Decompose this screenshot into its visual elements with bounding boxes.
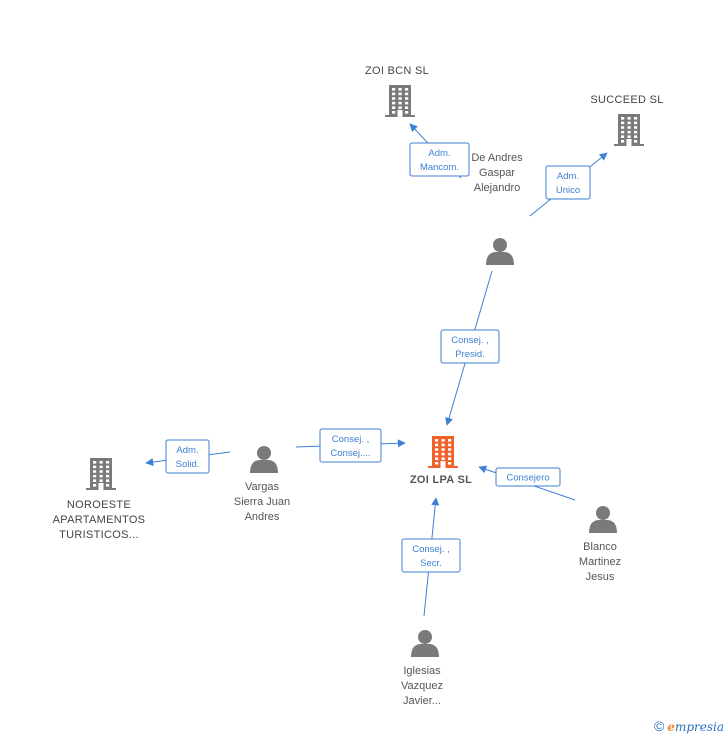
relation-label-box [319,428,382,463]
edge-blanco-to-zoi_lpa: Consejero [478,465,576,501]
building-icon [428,436,458,468]
node-label: Vazquez [401,680,443,692]
relation-label-text: Adm. [428,148,450,159]
node-label: De Andres [471,152,523,164]
brand-logo: empresia [667,720,724,734]
person-icon [411,630,439,657]
node-zoi-bcn[interactable]: ZOI BCN SL [365,65,429,117]
node-label: Gaspar [479,167,515,179]
relation-label-text: Adm. [176,445,198,456]
relation-label-text: Presid. [455,349,485,360]
relation-label-text: Secr. [420,558,442,569]
relation-label-text: Consej.... [330,448,370,459]
node-label: ZOI BCN SL [365,65,429,77]
node-label: Javier... [403,695,441,707]
node-zoi-lpa[interactable]: ZOI LPA SL [410,436,472,486]
edge-iglesias-to-zoi_lpa: Consej. , Secr. [401,497,461,617]
relation-label-box [545,165,591,200]
relation-label-text: Unico [556,185,580,196]
relation-label-box [440,329,500,364]
relation-label[interactable]: Consej. , Presid. [440,329,500,364]
edge-vargas-to-zoi_lpa: Consej. , Consej.... [295,428,406,463]
relation-label-text: Consejero [506,473,549,484]
node-iglesias[interactable]: IglesiasVazquezJavier... [401,630,443,707]
relation-label-text: Solid. [176,459,200,470]
node-label: Martinez [579,556,621,568]
relation-label[interactable]: Adm. Unico [545,165,591,200]
edge-de_andres-to-zoi_lpa: Consej. , Presid. [440,270,500,426]
relation-label[interactable]: Consej. , Secr. [401,538,461,573]
relation-label-text: Adm. [557,171,579,182]
node-noroeste[interactable]: NOROESTE APARTAMENTOS TURISTICOS... [53,458,146,541]
node-label: Andres [245,511,280,523]
building-icon [86,458,116,490]
node-label: ZOI LPA SL [410,474,472,486]
relation-label-text: Mancom. [420,162,459,173]
edge-vargas-to-noroeste: Adm. Solid. [145,439,231,474]
relation-label[interactable]: Adm. Mancom. [409,142,470,177]
relation-label-box [495,467,561,487]
person-icon [250,446,278,473]
node-label: Jesus [586,571,615,583]
node-label: Alejandro [474,182,520,194]
building-icon [385,85,415,117]
node-label: Iglesias [403,665,441,677]
relation-label[interactable]: Adm. Solid. [165,439,210,474]
relation-label-box [409,142,470,177]
node-label: Blanco [583,541,617,553]
copyright-icon: © [653,718,665,734]
node-label: TURISTICOS... [59,529,139,541]
relation-label-box [401,538,461,573]
relation-label-box [165,439,210,474]
node-label: SUCCEED SL [590,94,663,106]
person-icon [486,238,514,265]
node-label: Vargas [245,481,280,493]
footer-credit: ©empresia [654,718,724,734]
building-icon [614,114,644,146]
relation-label-text: Consej. , [451,335,489,346]
relation-label-text: Consej. , [332,434,370,445]
relation-label[interactable]: Consejero [495,467,561,487]
relation-label[interactable]: Consej. , Consej.... [319,428,382,463]
node-label: APARTAMENTOS [53,514,146,526]
node-label: Sierra Juan [234,496,290,508]
edge-de_andres-to-zoi_bcn: Adm. Mancom. [409,123,470,179]
node-succeed[interactable]: SUCCEED SL [590,94,663,146]
node-label: NOROESTE [67,499,131,511]
edge-de_andres-to-succeed: Adm. Unico [529,152,608,217]
person-icon [589,506,617,533]
relation-label-text: Consej. , [412,544,450,555]
